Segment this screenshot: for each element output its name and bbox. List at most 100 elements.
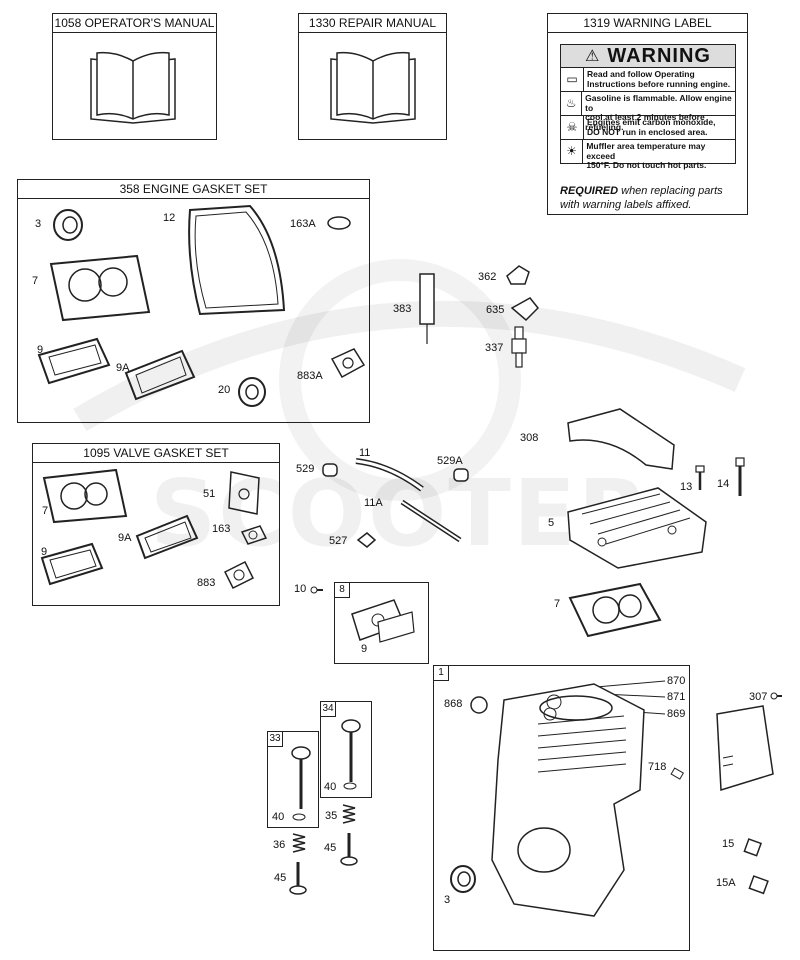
hot-surface-pictogram-icon: ☀ xyxy=(561,140,584,163)
warning-header: ⚠ WARNING xyxy=(561,45,735,68)
small-gasket-part xyxy=(330,348,366,379)
part-label: 307 xyxy=(749,691,768,703)
warning-label-box: 1319 WARNING LABEL ⚠ WARNING ▭ Read and … xyxy=(547,13,748,215)
part-label: 871 xyxy=(667,691,686,703)
small-gasket-part xyxy=(223,560,255,590)
valve-part xyxy=(289,862,307,895)
operators-manual-title: 1058 OPERATOR'S MANUAL xyxy=(53,14,216,33)
warning-label-title: 1319 WARNING LABEL xyxy=(548,14,747,33)
book-icon xyxy=(90,51,176,124)
part-label: 10 xyxy=(294,583,307,595)
part-label: 869 xyxy=(667,708,686,720)
part-label: 383 xyxy=(393,303,412,315)
part-label: 883A xyxy=(297,370,323,382)
part-label: 15A xyxy=(716,877,736,889)
crankcase-gasket-part xyxy=(188,204,286,316)
part-label: 15 xyxy=(722,838,735,850)
valve-part xyxy=(291,746,311,809)
pin-part xyxy=(670,767,685,780)
valve-cover-gasket-part xyxy=(37,337,111,385)
part-label: 5 xyxy=(548,517,555,529)
part-label: 13 xyxy=(680,481,693,493)
part-label: 9A xyxy=(116,362,130,374)
cover-plate-part xyxy=(716,705,774,791)
engine-block-part xyxy=(491,683,645,917)
part-label: 3 xyxy=(444,894,451,906)
warning-row-3: ☠ Engines emit carbon monoxide,DO NOT ru… xyxy=(561,116,735,140)
rod-part xyxy=(400,499,462,543)
valve-cover-part xyxy=(351,599,415,643)
valve-cover-gasket-part xyxy=(40,542,104,586)
plug-part xyxy=(748,875,769,895)
kit-badge: 8 xyxy=(334,582,350,598)
spring-part xyxy=(342,804,356,824)
warning-line: 150°F. Do not touch hot parts. xyxy=(586,160,707,170)
grommet-part xyxy=(322,463,338,477)
small-gasket-part xyxy=(240,525,268,545)
warning-line: Engines emit carbon monoxide, xyxy=(587,117,716,127)
part-label: 7 xyxy=(554,598,561,610)
part-label: 163A xyxy=(290,218,316,230)
air-guide-part xyxy=(567,408,675,470)
valve-part xyxy=(341,719,361,782)
screw-part xyxy=(310,586,323,594)
head-gasket-part xyxy=(568,582,662,638)
valve-gasket-set-title: 1095 VALVE GASKET SET xyxy=(33,444,279,463)
part-label: 308 xyxy=(520,432,539,444)
part-label: 14 xyxy=(717,478,730,490)
kit-box-8 xyxy=(334,582,429,664)
part-label: 11 xyxy=(359,447,371,459)
part-label: 9 xyxy=(37,344,44,356)
part-label: 337 xyxy=(485,342,504,354)
part-label: 51 xyxy=(203,488,216,500)
part-label: 529 xyxy=(296,463,315,475)
o-ring-part xyxy=(327,216,351,230)
stud-part xyxy=(735,457,745,496)
part-label: 9 xyxy=(41,546,48,558)
part-label: 635 xyxy=(486,304,505,316)
repair-manual-box: 1330 REPAIR MANUAL xyxy=(298,13,447,140)
part-label: 40 xyxy=(324,781,337,793)
spark-plug-part xyxy=(511,326,527,368)
fumes-pictogram-icon: ☠ xyxy=(561,116,584,139)
retainer-part xyxy=(292,813,306,821)
warning-line: Muffler area temperature may exceed xyxy=(586,141,706,161)
part-label: 868 xyxy=(444,698,463,710)
engine-gasket-set-box: 358 ENGINE GASKET SET xyxy=(17,179,370,423)
kit-box-34 xyxy=(320,701,372,798)
warning-header-text: WARNING xyxy=(607,44,711,67)
engine-gasket-set-title: 358 ENGINE GASKET SET xyxy=(18,180,369,199)
warning-line: Instructions before running engine. xyxy=(587,78,731,89)
plug-part xyxy=(470,696,488,714)
part-label: 40 xyxy=(272,811,285,823)
part-label: 7 xyxy=(32,275,39,287)
book-pictogram-icon: ▭ xyxy=(561,68,584,91)
part-label: 883 xyxy=(197,577,216,589)
valve-gasket-set-box: 1095 VALVE GASKET SET xyxy=(32,443,280,606)
part-label: 12 xyxy=(163,212,176,224)
oil-seal-part xyxy=(53,209,83,241)
part-label: 45 xyxy=(324,842,337,854)
book-icon xyxy=(330,51,416,124)
breather-gasket-part xyxy=(135,514,199,560)
plate-gasket-part xyxy=(228,471,260,515)
kit-badge: 33 xyxy=(267,731,283,747)
grommet-part xyxy=(453,468,469,482)
retainer-part xyxy=(343,782,357,790)
part-label: 11A xyxy=(364,497,383,509)
part-label: 3 xyxy=(35,218,42,230)
warning-line: DO NOT run in enclosed area. xyxy=(587,126,708,137)
part-label: 45 xyxy=(274,872,287,884)
tube-part xyxy=(355,458,424,492)
screw-part xyxy=(770,692,782,700)
kit-badge: 1 xyxy=(433,665,449,681)
part-label: 527 xyxy=(329,535,348,547)
oil-seal-part xyxy=(238,377,266,407)
part-label: 35 xyxy=(325,810,338,822)
part-label: 718 xyxy=(648,761,667,773)
warning-line: Read and follow Operating xyxy=(587,69,695,79)
part-label: 529A xyxy=(437,455,463,467)
